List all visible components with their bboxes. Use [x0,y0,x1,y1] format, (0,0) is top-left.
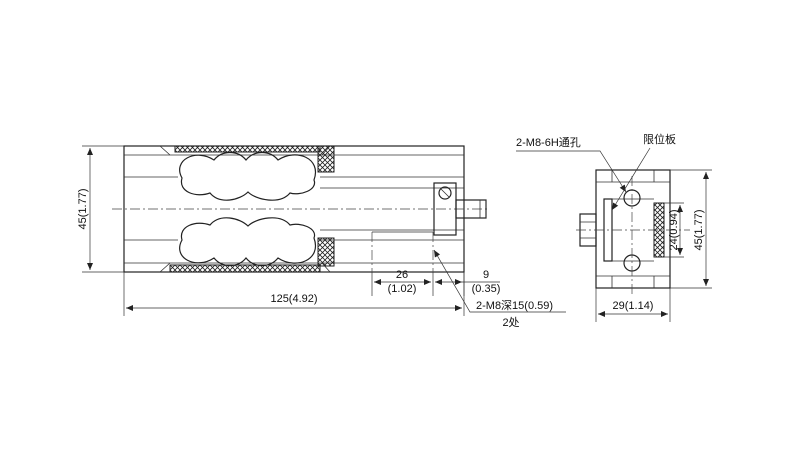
profile-lines-inner [320,187,464,231]
strain-gauge-bottom-left [317,237,335,267]
thread-note-line2: 2处 [502,316,519,329]
spacing-label-mm: 9 [483,269,489,281]
side-height-label: 45(1.77) [693,210,705,251]
thread-note-leader [433,249,566,313]
cable-screw-slot [440,188,450,198]
cable-screw [438,186,452,200]
binocular-hole-bottom [179,217,317,267]
mount-hole-hidden [371,232,434,272]
side-step-lines [596,181,670,277]
inner-height-extension [664,202,684,258]
thread-leader [516,150,627,193]
strain-gauge-top-left [317,145,335,173]
top-hatch-strip [174,145,321,153]
side-chamfers [611,170,655,288]
cable-end [479,200,487,218]
offset-label-in: (1.02) [388,283,417,295]
side-center-lines [576,176,690,296]
inner-height-label: 24(0.94) [668,210,680,251]
offset-extension-lines [371,272,465,296]
height-extension-lines [82,145,124,273]
side-height-extension [670,169,712,289]
binocular-hole-top [179,151,317,201]
offset-label-mm: 26 [396,269,408,281]
side-view: 2-M8-6H通孔 限位板 24(0.94) 45(1.77) 29(1.14) [516,132,712,322]
spacing-label-in: (0.35) [472,283,501,295]
stop-plate-label: 限位板 [643,132,676,146]
bottom-hatch-strip [169,264,321,273]
width-label: 29(1.14) [613,300,654,312]
thread-note-line1: 2-M8深15(0.59) [476,299,553,312]
length-label: 125(4.92) [270,293,317,305]
stop-plate-leader [611,147,651,211]
thread-label: 2-M8-6H通孔 [516,136,581,149]
height-label: 45(1.77) [77,189,89,230]
front-view: 45(1.77) 125(4.92) 26 (1.02) 9 (0.35) 2-… [77,145,566,329]
side-nut-lines [580,221,596,239]
width-extension-lines [595,288,671,322]
profile-lines [124,176,464,241]
